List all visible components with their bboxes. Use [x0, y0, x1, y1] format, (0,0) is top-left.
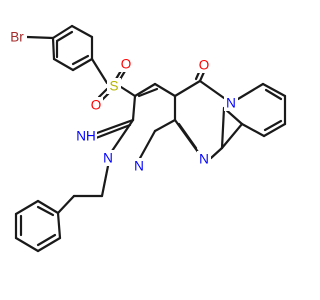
atom-label-n-imine-ring: N [199, 152, 209, 167]
bond-c-s [90, 57, 109, 85]
bond-pyridine [262, 122, 287, 138]
bond-c-nh-double [94, 123, 132, 140]
bond-layer [14, 24, 287, 253]
bond-ring-a [153, 118, 177, 133]
bond-pyridine [261, 82, 287, 98]
bond-phenyl-double [36, 233, 57, 247]
atom-label-n-alkyl: N [103, 151, 113, 166]
atom-alkyl-ring-nitrogen: N [101, 150, 115, 166]
bond-c-br [25, 35, 55, 40]
bond-ring-b [173, 79, 202, 98]
bond-ring-a [153, 82, 177, 98]
bond-ring-a [133, 82, 157, 98]
bond-phenyl-ring [36, 199, 60, 215]
bond-n-ch2 [100, 164, 110, 198]
bond-bromophenyl-ring [71, 57, 94, 72]
bond-s-c [119, 85, 137, 98]
bond-pyridine [240, 122, 266, 138]
bond-bromophenyl-double [55, 30, 74, 43]
atom-label-n-ring: N [134, 159, 144, 174]
bond-ring-b-double [177, 122, 198, 150]
atom-bromine: Br [7, 29, 27, 45]
atom-label-o2: O [91, 98, 102, 113]
atom-label-nh: NH [76, 129, 96, 144]
atom-sulfonyl-oxygen-left: O [89, 97, 103, 113]
atom-label-s: S [109, 79, 118, 94]
bond-s-o-left-double [97, 87, 109, 99]
bond-phenyl-ring [14, 236, 40, 253]
atom-carbonyl-oxygen: O [197, 57, 211, 73]
bond-pyridine-double [264, 88, 283, 101]
atom-imine-ring-nitrogen: N [197, 151, 211, 167]
bond-ring-a [131, 94, 137, 122]
atom-label-n-pyridine: N [226, 96, 236, 111]
bond-ring-b [198, 79, 226, 100]
atom-label-o-carbonyl: O [199, 58, 210, 73]
atom-ring-nitrogen-bridge: N [132, 158, 146, 174]
atom-sulfur: S [107, 78, 121, 94]
bond-ring-b [209, 146, 224, 160]
bond-pyridine [236, 82, 265, 101]
atom-label-br: Br [10, 30, 24, 45]
bond-phenyl-ring [36, 236, 62, 253]
bond-ring-b [220, 106, 226, 150]
bond-bromophenyl-double [71, 54, 90, 66]
atom-imino-nh: NH [75, 128, 97, 144]
bond-ring-a [137, 129, 157, 162]
atom-label-o1: O [121, 57, 132, 72]
bond-phenyl-ring [14, 199, 40, 216]
bond-phenyl-double [36, 205, 55, 217]
bond-bromophenyl-ring [51, 24, 74, 40]
bond-bromophenyl-ring [70, 24, 94, 39]
bond-c-o [198, 70, 206, 83]
atom-sulfonyl-oxygen-top: O [119, 56, 133, 72]
bond-bromophenyl-ring [52, 57, 75, 72]
bond-pyridine-link [220, 122, 244, 150]
bond-c-nh [95, 118, 135, 135]
atom-pyridinium-nitrogen: N [224, 95, 238, 111]
bond-pyridine-double [263, 119, 283, 132]
bond-ch2-ph [56, 194, 76, 215]
bond-phenyl-ring [56, 211, 62, 240]
bond-ring-a-double [137, 87, 159, 98]
atom-label-layer: Br S O O O N N N [7, 29, 238, 174]
molecule-structure: Br S O O O N N N [7, 24, 287, 253]
bond-bromophenyl-ring [51, 36, 56, 61]
